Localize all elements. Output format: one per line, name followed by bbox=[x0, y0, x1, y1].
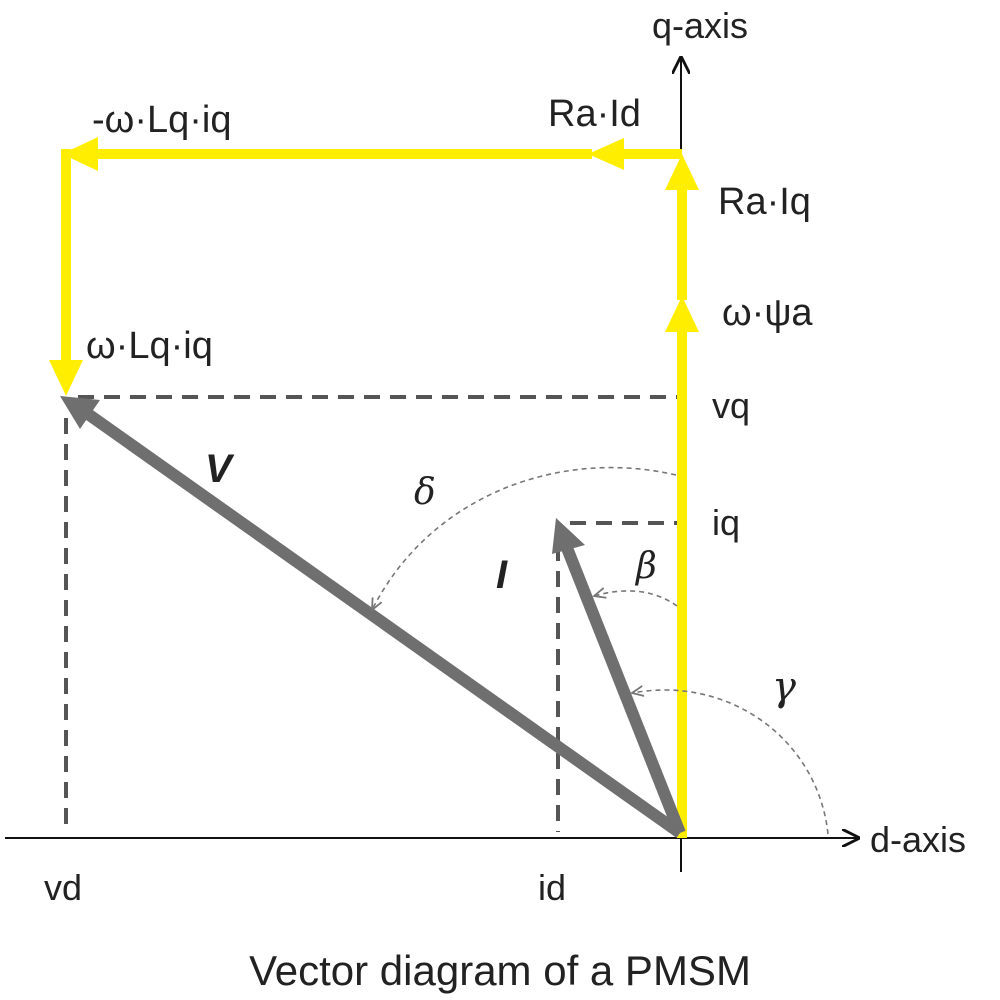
beta-angle-label: β bbox=[634, 546, 657, 587]
omega-lq-iq-label: ω·Lq·iq bbox=[86, 325, 213, 367]
id-label: id bbox=[538, 867, 566, 908]
omega-psi-a-arrowhead bbox=[665, 296, 699, 332]
beta-angle-arc bbox=[594, 591, 678, 607]
ra-iq-arrowhead bbox=[665, 154, 699, 190]
ra-id-label: Ra·Id bbox=[548, 93, 641, 135]
vq-label: vq bbox=[712, 385, 750, 426]
neg-omega-lq-iq-arrowhead bbox=[62, 137, 98, 171]
neg-omega-lq-iq-label: -ω·Lq·iq bbox=[92, 99, 231, 141]
delta-angle-arc bbox=[372, 466, 677, 610]
ra-id-arrowhead bbox=[588, 138, 624, 170]
v-vector-arrowhead bbox=[60, 396, 100, 429]
i-vector-label: I bbox=[496, 553, 508, 597]
gamma-angle-label: γ bbox=[772, 664, 796, 710]
diagram-caption: Vector diagram of a PMSM bbox=[249, 947, 751, 994]
v-vector bbox=[84, 409, 684, 838]
omega-psi-a-label: ω·ψa bbox=[722, 292, 813, 334]
vd-label: vd bbox=[44, 867, 82, 908]
d-axis-label: d-axis bbox=[870, 819, 966, 860]
iq-label: iq bbox=[712, 502, 740, 543]
v-vector-label: V bbox=[205, 447, 235, 491]
i-vector-arrowhead bbox=[552, 518, 585, 554]
i-vector bbox=[561, 545, 686, 836]
omega-lq-iq-arrowhead bbox=[49, 360, 83, 396]
gamma-angle-arc bbox=[632, 690, 829, 835]
ra-iq-label: Ra·Iq bbox=[718, 181, 811, 223]
delta-angle-label: δ bbox=[414, 472, 436, 513]
q-axis-label: q-axis bbox=[652, 5, 748, 46]
